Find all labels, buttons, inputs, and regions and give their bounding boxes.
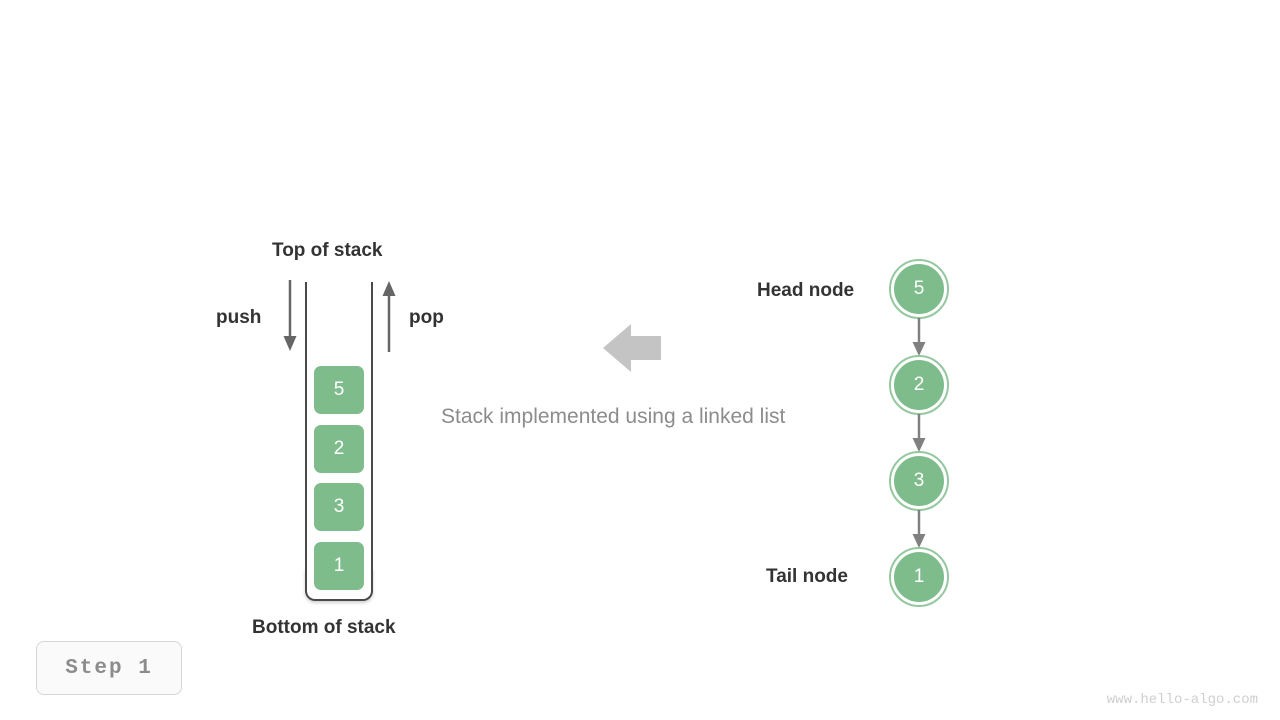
push-label: push xyxy=(216,307,262,328)
head-node-label: Head node xyxy=(757,280,855,301)
node-value: 1 xyxy=(913,566,925,587)
linked-list-node: 1 xyxy=(889,547,949,607)
node-disc xyxy=(894,264,944,314)
pop-arrow-icon xyxy=(382,281,396,352)
stack-floor xyxy=(305,568,373,601)
diagram-caption: Stack implemented using a linked list xyxy=(441,405,786,428)
node-connector-arrow-icon xyxy=(912,510,926,548)
linked-list-node: 2 xyxy=(889,355,949,415)
step-badge-label: Step 1 xyxy=(65,656,153,680)
pop-label: pop xyxy=(409,307,444,328)
node-value: 3 xyxy=(913,470,925,491)
push-arrow-icon xyxy=(283,280,297,351)
left-arrow-icon xyxy=(603,324,661,372)
stack-cell: 5 xyxy=(314,366,364,414)
bottom-of-stack-label: Bottom of stack xyxy=(252,617,396,638)
stack-cell: 3 xyxy=(314,483,364,531)
step-badge: Step 1 xyxy=(36,641,182,695)
node-connector-arrow-icon xyxy=(912,318,926,356)
stack-wall-left xyxy=(305,282,307,582)
node-connector-arrow-icon xyxy=(912,414,926,452)
linked-list-node: 5 xyxy=(889,259,949,319)
linked-list-node: 3 xyxy=(889,451,949,511)
node-value: 5 xyxy=(913,278,925,299)
top-of-stack-label: Top of stack xyxy=(272,240,383,261)
stack-container xyxy=(305,282,373,601)
node-disc xyxy=(894,360,944,410)
stack-cell: 1 xyxy=(314,542,364,590)
node-disc xyxy=(894,456,944,506)
stack-wall-right xyxy=(371,282,373,582)
tail-node-label: Tail node xyxy=(766,566,848,587)
node-disc xyxy=(894,552,944,602)
node-value: 2 xyxy=(913,374,925,395)
watermark-text: www.hello-algo.com xyxy=(1106,692,1258,708)
stack-cell: 2 xyxy=(314,425,364,473)
